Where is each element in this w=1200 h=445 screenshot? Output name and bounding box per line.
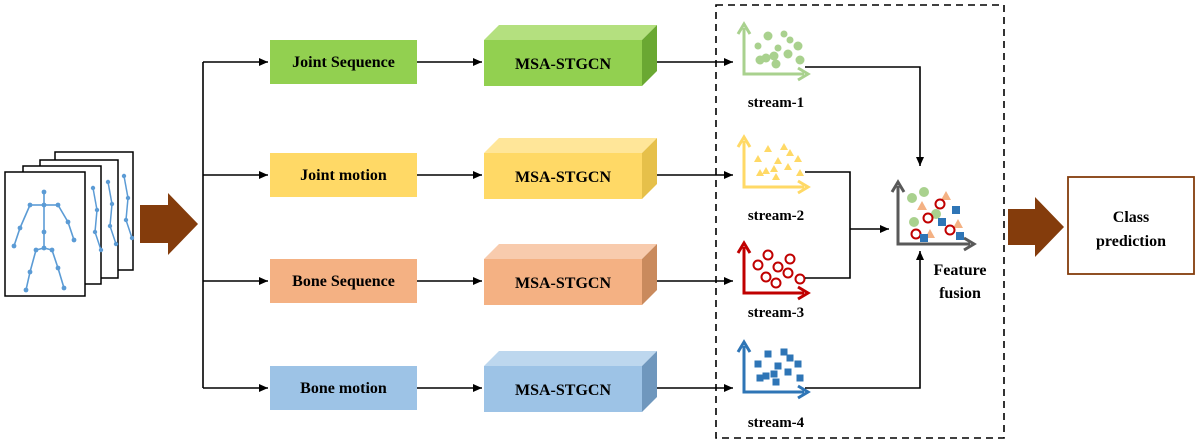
model-block-4: MSA-STGCN [484, 351, 657, 412]
stream-label-4: stream-4 [748, 415, 805, 431]
stream-icons [736, 21, 811, 400]
model-label-2: MSA-STGCN [515, 169, 611, 186]
class-prediction-line2: prediction [1096, 233, 1166, 250]
input-box-bone-sequence: Bone Sequence [270, 259, 417, 303]
fusion-label-line2: fusion [939, 285, 981, 302]
squares-scatter-icon [736, 339, 811, 400]
skeleton-icon [11, 189, 77, 293]
output-flow-arrow [1008, 197, 1064, 257]
triangles-scatter-icon [736, 134, 811, 195]
input-label-bone-sequence: Bone Sequence [292, 273, 395, 290]
model-label-3: MSA-STGCN [515, 275, 611, 292]
input-label-joint-motion: Joint motion [300, 167, 387, 184]
input-to-model-arrows [417, 58, 482, 392]
model-block-1: MSA-STGCN [484, 25, 657, 86]
stream-label-1: stream-1 [748, 95, 804, 111]
model-block-2: MSA-STGCN [484, 138, 657, 199]
branch-connectors [202, 58, 268, 392]
fusion-label-line1: Feature [933, 262, 986, 279]
circles-scatter-icon [736, 240, 811, 301]
stream-label-2: stream-2 [748, 208, 804, 224]
class-prediction-box: Class prediction [1067, 176, 1195, 275]
fusion-region-border [715, 4, 1005, 439]
input-boxes: Joint Sequence Joint motion Bone Sequenc… [270, 40, 417, 410]
model-label-4: MSA-STGCN [515, 382, 611, 399]
skeleton-partial-icons [90, 173, 135, 253]
skeleton-frames [4, 151, 135, 297]
input-box-bone-motion: Bone motion [270, 366, 417, 410]
model-blocks: MSA-STGCN MSA-STGCN MSA-STGCN MSA-STGCN [484, 25, 657, 412]
model-to-stream-arrows [657, 58, 733, 392]
mixed-scatter-icon [890, 179, 977, 252]
input-box-joint-sequence: Joint Sequence [270, 40, 417, 84]
model-block-3: MSA-STGCN [484, 244, 657, 305]
stream-to-fusion-connectors [805, 66, 924, 389]
stream-label-3: stream-3 [748, 305, 804, 321]
model-label-1: MSA-STGCN [515, 56, 611, 73]
dots-scatter-icon [736, 21, 811, 82]
input-flow-arrow [140, 193, 198, 255]
input-label-joint-sequence: Joint Sequence [292, 54, 395, 71]
class-prediction-line1: Class [1113, 209, 1149, 226]
input-label-bone-motion: Bone motion [300, 380, 387, 397]
input-box-joint-motion: Joint motion [270, 153, 417, 197]
